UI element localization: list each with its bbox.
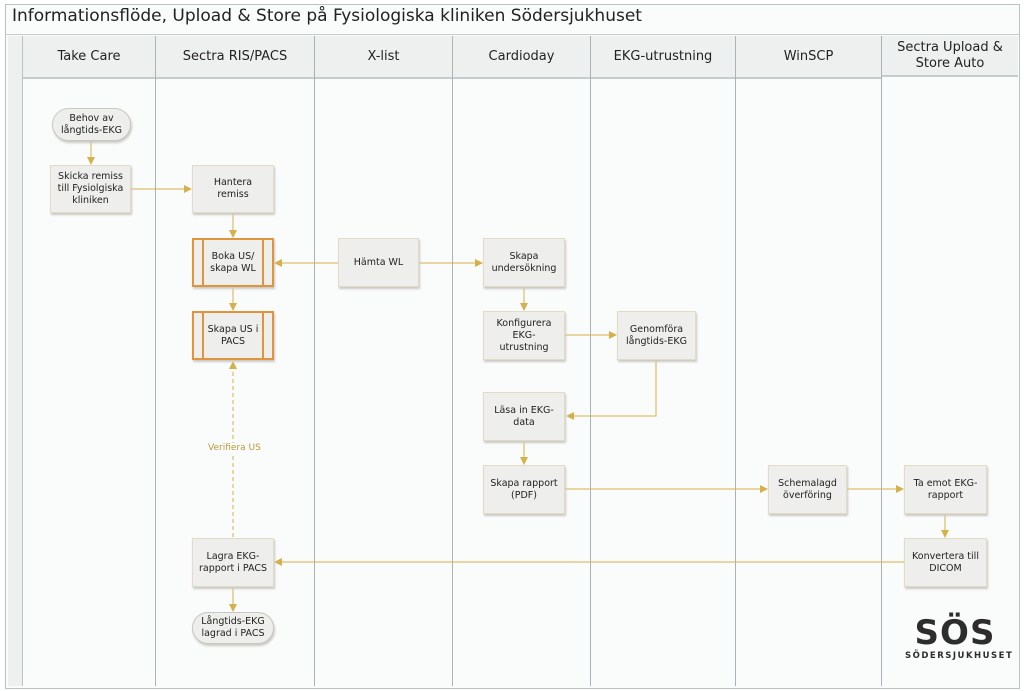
title-divider: [5, 34, 1019, 35]
lane-header-cardioday: Cardioday: [453, 36, 590, 79]
node-behov[interactable]: Behov av långtids-EKG: [52, 108, 131, 141]
lane-divider: [452, 36, 453, 686]
logo-mark: SÖS: [914, 613, 996, 653]
lane-header-x-list: X-list: [315, 36, 452, 79]
lane-header-take-care: Take Care: [23, 36, 155, 79]
node-boka-us[interactable]: Boka US/ skapa WL: [192, 238, 274, 287]
sos-logo: SÖS SÖDERSJUKHUSET: [905, 613, 1014, 661]
node-schemalagd[interactable]: Schemalagd överföring: [768, 465, 847, 514]
lane-header-sectra-ris-pacs: Sectra RIS/PACS: [156, 36, 314, 79]
lane-header-ekg-utrustning: EKG-utrustning: [591, 36, 735, 79]
node-skapa-rapport[interactable]: Skapa rapport (PDF): [483, 465, 565, 514]
arrow-genomfora-lasa: [566, 360, 657, 420]
lane-divider: [881, 36, 882, 686]
lane-header-sectra-upload-store: Sectra Upload & Store Auto: [882, 36, 1018, 77]
node-ta-emot[interactable]: Ta emot EKG-rapport: [904, 465, 987, 514]
lane-divider: [735, 36, 736, 686]
node-genomfora[interactable]: Genomföra långtids-EKG: [617, 311, 696, 360]
logo-text: SÖDERSJUKHUSET: [905, 651, 1014, 661]
node-skapa-us-pacs[interactable]: Skapa US i PACS: [192, 311, 274, 360]
node-skapa-undersokning[interactable]: Skapa undersökning: [483, 238, 565, 287]
node-lagrad[interactable]: Långtids-EKG lagrad i PACS: [192, 612, 274, 644]
node-hamta-wl[interactable]: Hämta WL: [338, 238, 419, 287]
node-lagra[interactable]: Lagra EKG-rapport i PACS: [192, 538, 274, 587]
node-konfigurera[interactable]: Konfigurera EKG-utrustning: [483, 311, 565, 360]
node-konvertera[interactable]: Konvertera till DICOM: [904, 538, 987, 587]
node-hantera-remiss[interactable]: Hantera remiss: [192, 165, 274, 213]
diagram-title: Informationsflöde, Upload & Store på Fys…: [12, 6, 642, 26]
lane-header-winscp: WinSCP: [736, 36, 881, 79]
left-strip: [8, 36, 23, 686]
edge-label-verifiera-us: Verifiera US: [208, 443, 261, 453]
node-lasa-in[interactable]: Läsa in EKG-data: [483, 392, 565, 441]
node-skicka-remiss[interactable]: Skicka remiss till Fysiolgiska kliniken: [50, 165, 131, 213]
lane-divider: [590, 36, 591, 686]
lane-divider: [155, 36, 156, 686]
lane-divider: [314, 36, 315, 686]
